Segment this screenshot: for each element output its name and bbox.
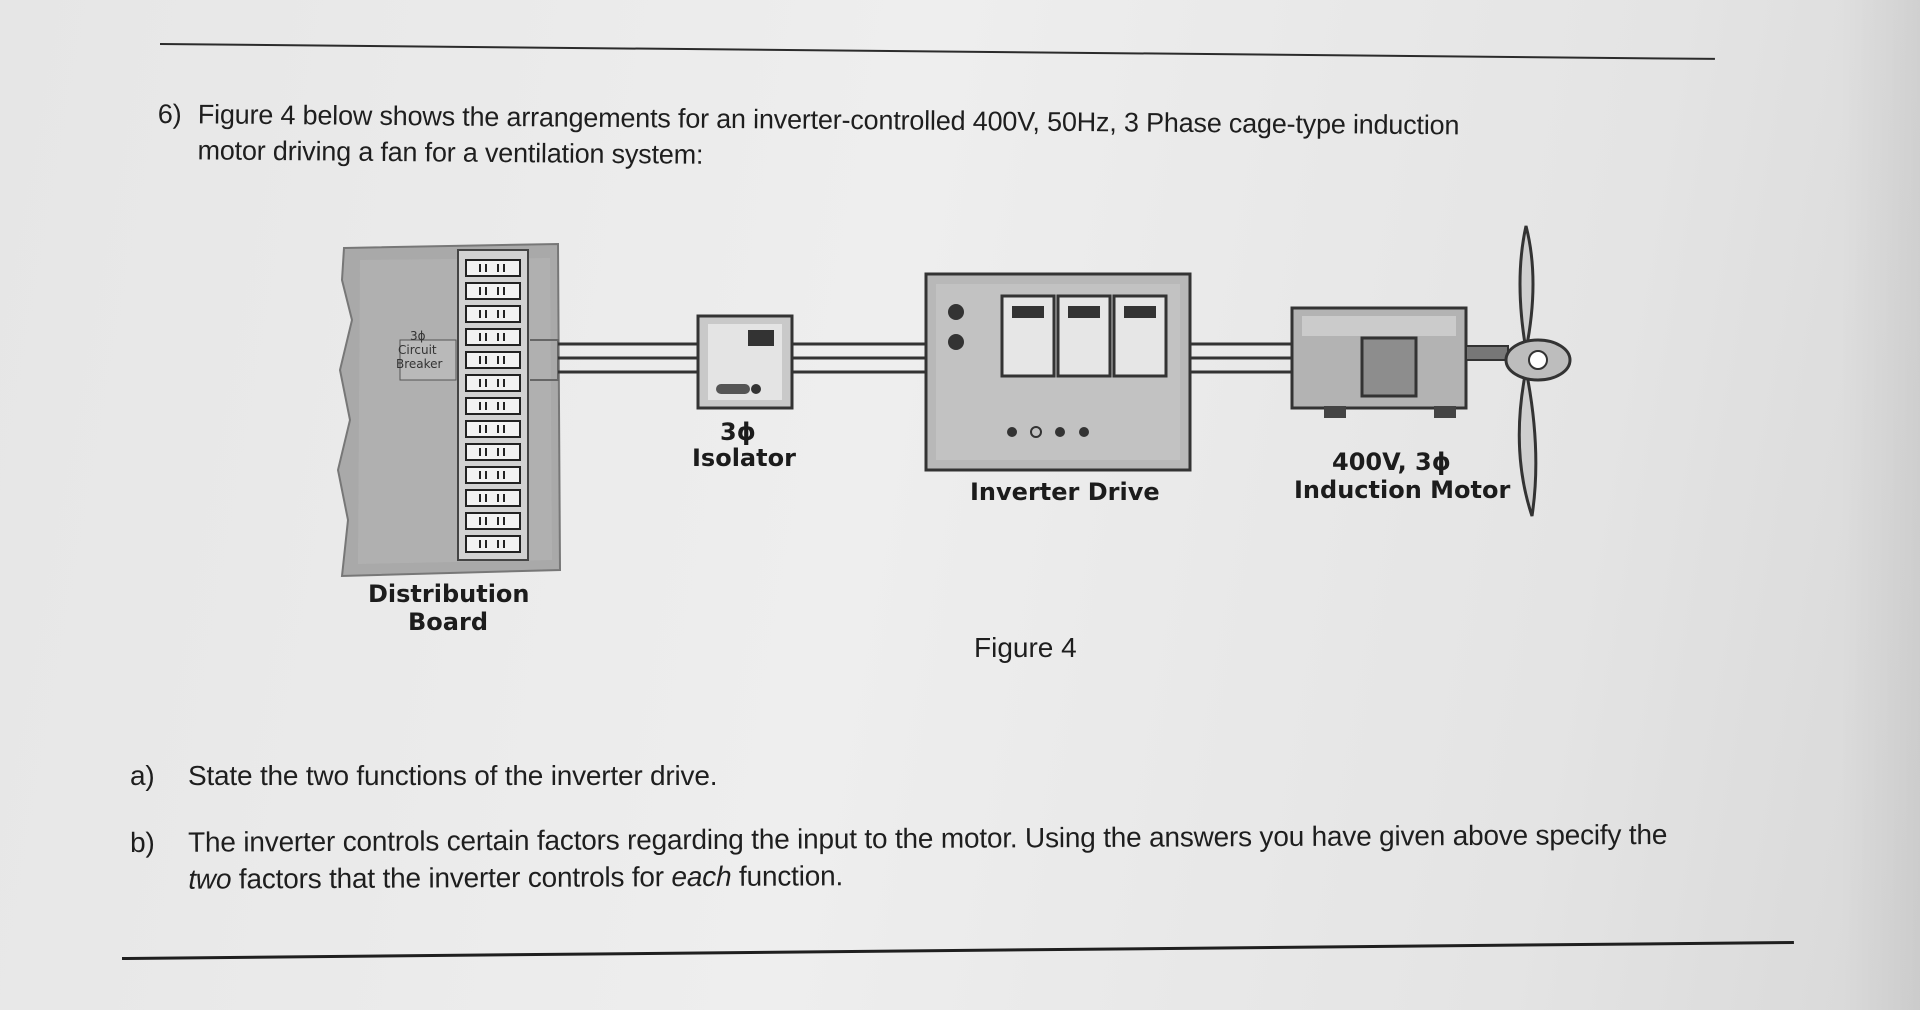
part-b-emphasis-each: each [671,860,732,893]
isolator-label-1: 3ϕ [720,418,756,446]
breaker-label-3: Breaker [396,357,443,371]
inverter-label: Inverter Drive [970,478,1160,506]
part-a: a) State the two functions of the inverte… [130,757,718,794]
circuit-breaker-stack [465,259,521,553]
distribution-board-label-2: Board [408,608,488,636]
part-a-letter: a) [130,760,155,791]
part-b-text-2: factors that the inverter controls for [231,861,672,895]
part-a-text: State the two functions of the inverter … [188,760,718,791]
motor-label-1: 400V, 3ϕ [1332,448,1451,476]
figure-caption: Figure 4 [974,632,1077,663]
three-phase-cables [558,342,1292,374]
breaker-label-1: 3ϕ [410,329,426,343]
top-rule [159,43,1715,60]
bottom-rule [121,940,1794,960]
part-b-emphasis-two: two [188,863,232,895]
motor-label-2: Induction Motor [1294,476,1510,504]
page-edge-shadow [1840,0,1920,1010]
part-b-letter: b) [130,826,155,858]
fan-blades [1504,225,1572,517]
part-b-text-3: function. [731,860,844,892]
question-number: 6) [157,98,182,130]
isolator-label-2: Isolator [692,444,796,472]
distribution-board-label-1: Distribution [368,580,530,608]
isolator [696,314,794,410]
breaker-label-2: Circuit [398,343,437,357]
question-6-intro: 6)Figure 4 below shows the arrangements … [157,96,1558,180]
induction-motor [1290,306,1509,418]
inverter-drive [924,272,1192,472]
part-b-line-2: two factors that the inverter controls f… [130,852,1830,898]
figure-4-diagram: 3ϕ Circuit Breaker 3ϕ Isolator [336,225,1572,636]
part-b: b) The inverter controls certain factors … [130,815,1830,898]
part-b-text-1: The inverter controls certain factors re… [188,818,1668,858]
distribution-board: 3ϕ Circuit Breaker [336,242,562,578]
